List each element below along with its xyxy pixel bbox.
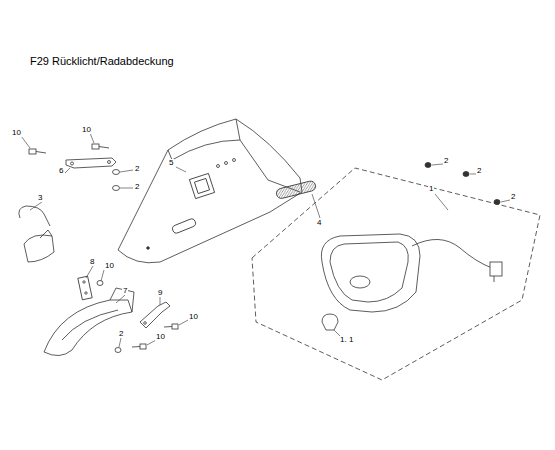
screw xyxy=(29,149,46,154)
rear-fender xyxy=(118,119,302,263)
callout-number: 8 xyxy=(89,258,95,266)
callout-number: 2 xyxy=(134,165,140,173)
callout-number: 2 xyxy=(476,167,482,175)
callout-number: 10 xyxy=(11,129,22,137)
tail-lamp xyxy=(321,234,502,312)
callout-number: 1 xyxy=(428,185,434,193)
callout-number: 10 xyxy=(188,313,199,321)
bulb xyxy=(322,314,338,330)
screw xyxy=(92,144,109,149)
bracket xyxy=(66,158,116,168)
callout-number: 5 xyxy=(168,159,174,167)
washer xyxy=(115,348,121,353)
callout-number: 6 xyxy=(58,167,64,175)
plate xyxy=(78,276,92,300)
callout-number: 10 xyxy=(104,262,115,270)
callout-number: 2 xyxy=(118,330,124,338)
screw xyxy=(97,281,103,286)
assembly-outline xyxy=(252,168,540,380)
nut xyxy=(113,170,120,175)
callout-number: 4 xyxy=(316,219,322,227)
nut xyxy=(113,186,120,191)
callout-number: 10 xyxy=(155,333,166,341)
reflector xyxy=(275,180,316,199)
callout-number: 9 xyxy=(157,289,163,297)
mudguard xyxy=(44,288,134,356)
callout-number: 2 xyxy=(134,183,140,191)
bracket xyxy=(140,302,170,328)
screw xyxy=(494,200,500,205)
callout-number: 3 xyxy=(37,194,43,202)
screw xyxy=(164,324,178,329)
plate-lamp xyxy=(19,206,54,262)
callout-number: 1. 1 xyxy=(339,336,354,344)
screw xyxy=(425,163,431,168)
diagram-title: F29 Rücklicht/Radabdeckung xyxy=(30,56,174,67)
callout-number: 2 xyxy=(443,157,449,165)
callout-number: 2 xyxy=(510,193,516,201)
callout-number: 7 xyxy=(122,287,128,295)
callout-number: 10 xyxy=(81,126,92,134)
screw xyxy=(463,172,469,177)
screw xyxy=(132,344,146,349)
leader-lines xyxy=(21,133,510,347)
